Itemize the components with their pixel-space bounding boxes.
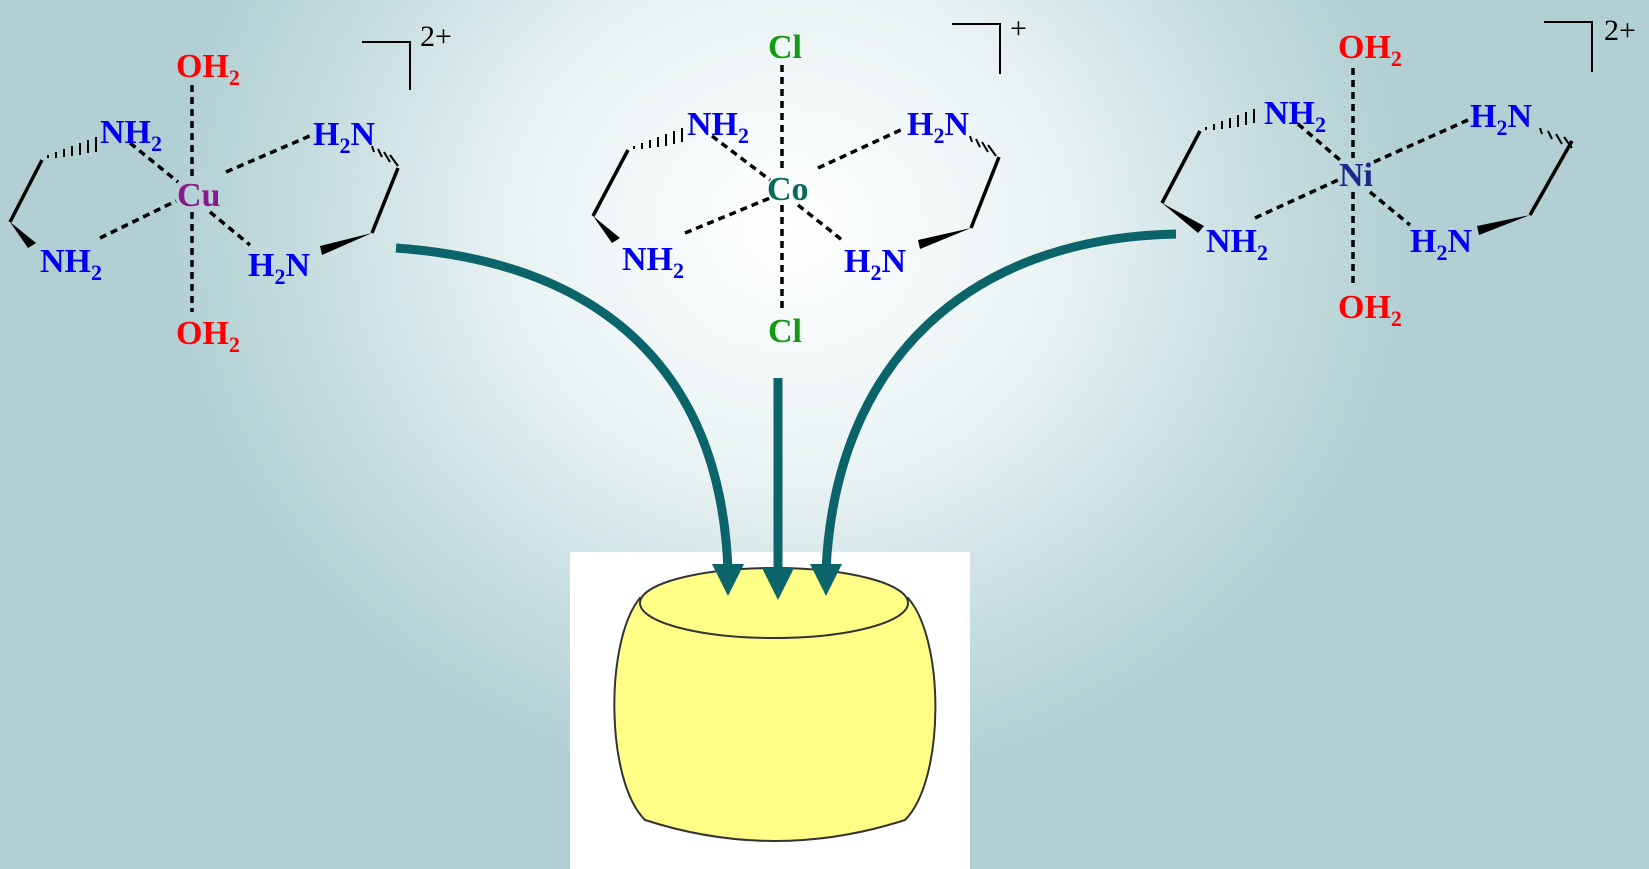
ni-n4-label: H2N: [1410, 223, 1472, 265]
co-metal-label: Co: [767, 171, 809, 208]
cu-wedge-left: [10, 222, 36, 248]
co-bracket: [952, 23, 1001, 74]
co-en-left-cc: [591, 149, 630, 217]
co-n4-label: H2N: [844, 243, 906, 285]
co-en-right-cc: [969, 156, 1001, 229]
co-complex: Cl Cl Co NH2 NH2 H2N H2N +: [591, 12, 1027, 350]
ni-top-water: OH2: [1338, 29, 1402, 71]
co-bottom-chloride: Cl: [768, 313, 802, 350]
cu-hash-wedge-right: [371, 145, 399, 167]
co-bond-n4: [796, 203, 844, 242]
co-n3-label: H2N: [907, 106, 969, 148]
ni-wedge-left: [1162, 203, 1204, 233]
arrow-head-co: [762, 568, 794, 600]
cu-metal-label: Cu: [177, 177, 220, 214]
co-top-chloride: Cl: [768, 29, 802, 66]
co-wedge-left: [593, 216, 620, 243]
barrel-container: [613, 567, 937, 842]
ni-bond-n2: [1254, 178, 1339, 220]
ni-n3-label: H2N: [1470, 98, 1532, 140]
ni-en-right-cc: [1528, 140, 1574, 216]
ni-wedge-right: [1477, 215, 1530, 235]
cu-bottom-water: OH2: [176, 315, 240, 357]
cu-bond-n3: [225, 133, 313, 174]
ni-bottom-water: OH2: [1338, 289, 1402, 331]
cu-n4-label: H2N: [248, 247, 310, 289]
co-n1-label: NH2: [687, 106, 749, 148]
ni-n1-label: NH2: [1264, 95, 1326, 137]
ni-hash-wedge-right: [1539, 127, 1573, 149]
ni-charge: 2+: [1604, 14, 1636, 47]
cu-en-right-cc: [370, 167, 400, 234]
arrow-head-ni: [810, 564, 842, 596]
co-bond-n2: [684, 196, 771, 235]
co-wedge-right: [918, 228, 971, 249]
cu-wedge-right: [320, 233, 372, 255]
cu-n1-label: NH2: [100, 114, 162, 156]
co-charge: +: [1010, 12, 1027, 45]
cu-bond-n2: [99, 199, 177, 240]
cu-hash-wedge-left: [47, 137, 97, 158]
arrow-from-ni: [821, 229, 1177, 571]
ni-complex: OH2 OH2 Ni NH2 NH2 H2N H2N 2+: [1160, 14, 1636, 331]
ni-n2-label: NH2: [1206, 223, 1268, 265]
ni-bond-n1: [1296, 122, 1342, 162]
cu-bracket: [362, 41, 411, 90]
co-bond-n1: [710, 134, 772, 182]
cu-bond-n1: [128, 141, 180, 184]
cu-n2-label: NH2: [40, 243, 102, 285]
ni-en-left-cc: [1160, 130, 1202, 204]
cu-charge: 2+: [420, 20, 452, 53]
ni-hash-wedge-left: [1205, 109, 1255, 130]
arrow-head-cu: [712, 564, 744, 596]
co-hash-wedge-left: [633, 128, 683, 149]
arrows: [395, 229, 1177, 600]
ni-bracket: [1544, 21, 1593, 72]
co-n2-label: NH2: [622, 241, 684, 283]
cu-complex: OH2 OH2 Cu NH2 NH2 H2N H2N 2+: [8, 20, 452, 357]
ni-bond-n4: [1368, 190, 1412, 227]
co-hash-wedge-right: [969, 135, 997, 157]
cu-bond-n4: [208, 210, 252, 247]
ni-metal-label: Ni: [1339, 157, 1373, 194]
cu-en-left-cc: [8, 159, 44, 223]
arrow-from-cu: [395, 243, 733, 571]
cu-top-water: OH2: [176, 48, 240, 90]
co-bond-n3: [817, 126, 906, 170]
ni-bond-n3: [1373, 118, 1469, 164]
cu-n3-label: H2N: [313, 116, 375, 158]
